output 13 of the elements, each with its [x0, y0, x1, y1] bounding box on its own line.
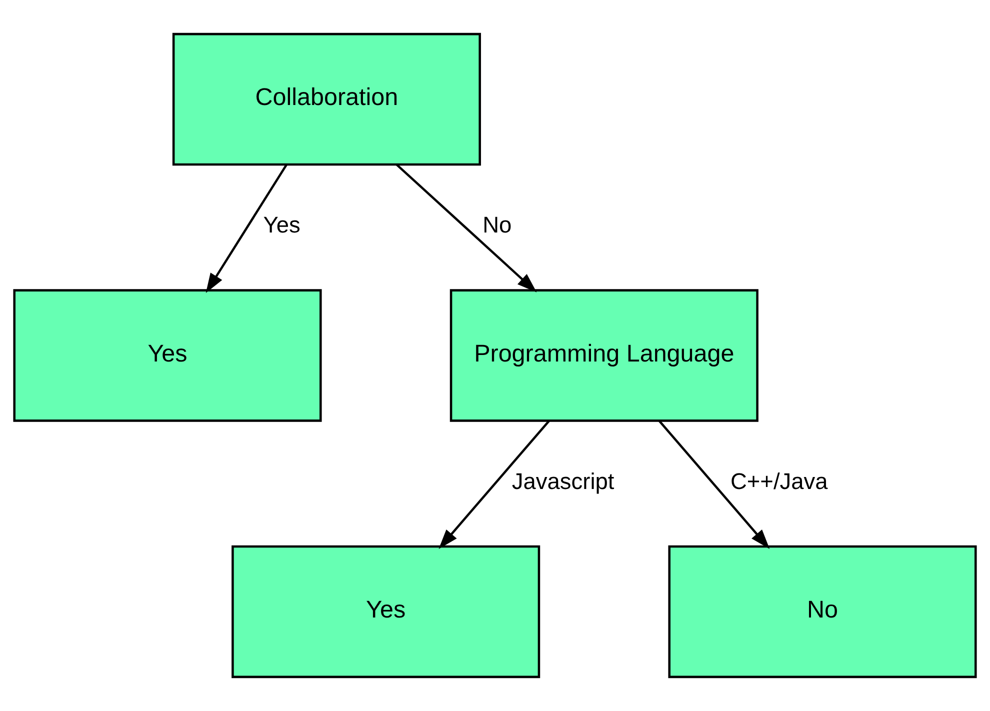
node-box: Collaboration	[172, 32, 481, 166]
node-box: No	[668, 545, 977, 678]
arrow	[396, 164, 537, 292]
arrow	[438, 420, 550, 549]
node-box: Programming Language	[450, 289, 758, 422]
edge-label: No	[482, 212, 512, 238]
edge-label: Javascript	[512, 468, 614, 494]
node-box: Yes	[232, 545, 540, 678]
arrow	[658, 420, 770, 549]
edge-label: C++/Java	[730, 468, 828, 494]
arrow	[206, 164, 288, 294]
edge-label: Yes	[263, 212, 300, 238]
node-box: Yes	[13, 289, 322, 422]
